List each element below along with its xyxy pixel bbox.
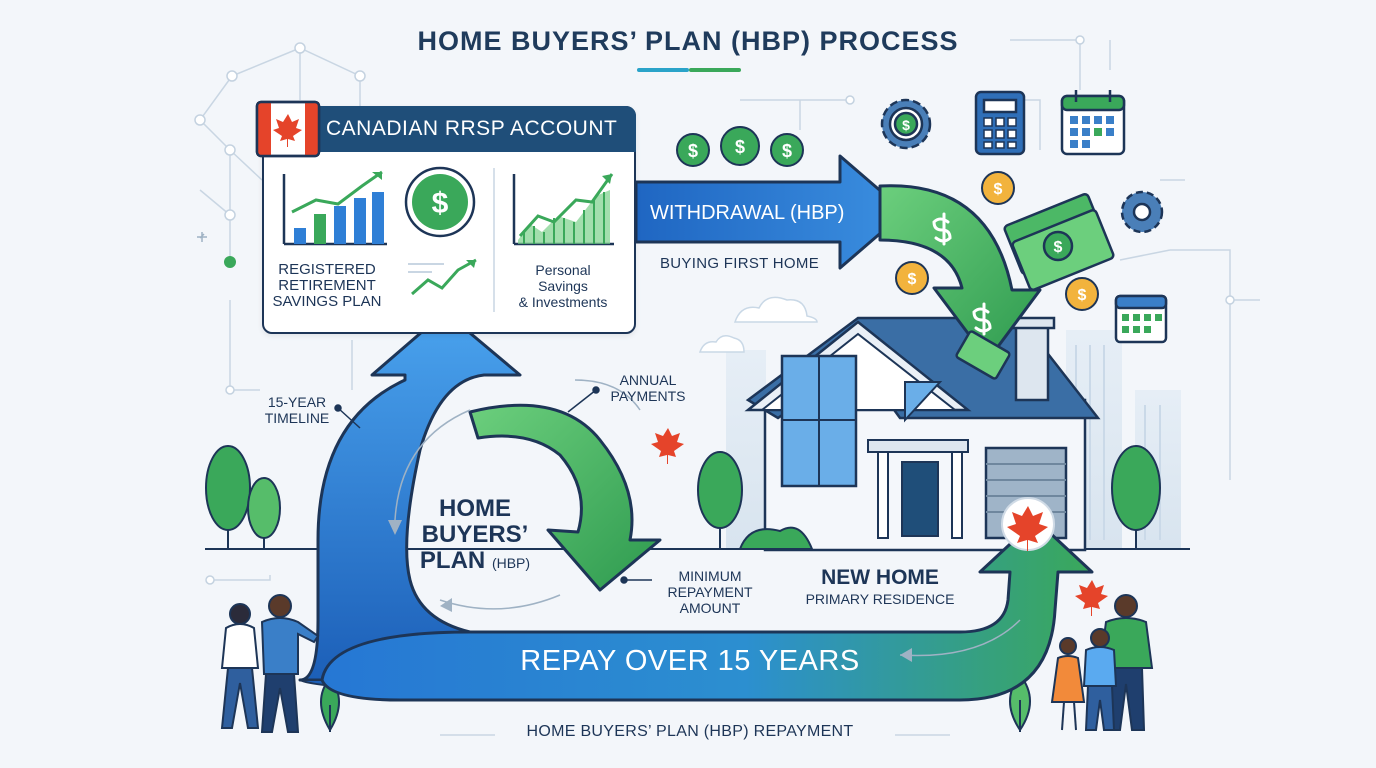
cloud (698, 335, 745, 353)
rrsp-right-label: Personal Savings & Investments (500, 262, 626, 310)
green-cycle-arrow (468, 403, 662, 592)
title-underline-green (689, 68, 741, 72)
down-arrow-dollar-marks (932, 212, 992, 336)
rrsp-left-label-line: RETIREMENT (278, 277, 376, 294)
growth-bar-chart-icon (282, 170, 387, 246)
gear-dollar-mark: $ (902, 117, 910, 133)
svg-text:$: $ (908, 271, 917, 288)
inner-cycle-arrowheads (388, 520, 912, 662)
svg-text:$: $ (432, 187, 449, 220)
gear-dollar-icon (880, 98, 932, 150)
dollar-coin-icon: $ (404, 166, 476, 238)
hbp-center-label-line: BUYERS’ (421, 521, 529, 548)
page-title: HOME BUYERS’ PLAN (HBP) PROCESS (417, 26, 959, 56)
withdrawal-caption: BUYING FIRST HOME (660, 255, 820, 272)
maple-leaf-icon (651, 428, 1108, 616)
rrsp-right-label-line: Personal (535, 262, 591, 278)
rrsp-right-label-line: Savings (538, 278, 588, 294)
gear-icon (1120, 190, 1164, 234)
calculator-icon (974, 90, 1026, 156)
minimum-repayment-label-line: MINIMUM (678, 568, 742, 584)
svg-text:$: $ (1078, 287, 1087, 304)
label-pointers (334, 386, 652, 584)
family-icon (220, 594, 320, 733)
network-node-accent (224, 256, 236, 268)
dollar-coin-icon (895, 171, 1099, 311)
hbp-center-label-line: HOME (439, 495, 511, 522)
rrsp-left-label-line: REGISTERED (278, 261, 376, 278)
new-home-subtitle: PRIMARY RESIDENCE (805, 591, 955, 607)
rrsp-card-header (262, 106, 636, 152)
footer-caption: HOME BUYERS’ PLAN (HBP) REPAYMENT (526, 723, 854, 740)
rrsp-card-graphics: $ (282, 166, 614, 312)
coin-dollar-marks: $ $ $ (908, 181, 1087, 304)
family-icon (1050, 594, 1154, 731)
inner-cycle-lines (394, 379, 1021, 657)
dollar-coin-icon (676, 126, 804, 167)
rrsp-right-label-line: & Investments (518, 294, 608, 310)
rrsp-card-header-text: CANADIAN RRSP ACCOUNT (326, 117, 618, 140)
bill-dollar-mark: $ (1054, 239, 1063, 256)
svg-text:$: $ (994, 181, 1003, 198)
repay-banner-text: REPAY OVER 15 YEARS (520, 645, 860, 677)
investment-chart-icon (512, 173, 614, 246)
title-underline-blue (637, 68, 689, 72)
timeline-label: 15-YEAR TIMELINE (252, 394, 342, 426)
green-down-arrow (878, 184, 1042, 362)
rrsp-left-label-line: SAVINGS PLAN (272, 293, 382, 310)
svg-text:$: $ (782, 141, 792, 161)
hbp-center-label: HOME BUYERS’ PLAN (HBP) (400, 496, 550, 576)
withdrawal-label: WITHDRAWAL (HBP) (650, 202, 845, 224)
calendar-icon (1060, 90, 1126, 156)
network-nodes (194, 35, 1235, 585)
cloud (733, 296, 818, 323)
green-coin-dollar-marks: $ $ $ (688, 137, 792, 161)
svg-text:$: $ (735, 137, 745, 157)
calendar-icon (1114, 294, 1168, 344)
canada-flag-icon (255, 100, 321, 158)
trend-line-icon (408, 258, 477, 296)
withdrawal-arrow (634, 154, 907, 270)
hbp-center-label-suffix: (HBP) (491, 555, 531, 571)
hbp-center-label-line: PLAN (HBP) (400, 548, 550, 576)
hbp-center-label-word: PLAN (419, 547, 486, 574)
rrsp-left-label: REGISTERED RETIREMENT SAVINGS PLAN (262, 262, 392, 310)
maple-leaf-badge (1001, 497, 1055, 551)
minimum-repayment-label: MINIMUM REPAYMENT AMOUNT (655, 568, 765, 616)
timeline-label-line: TIMELINE (264, 410, 330, 426)
svg-text:$: $ (688, 141, 698, 161)
annual-payments-label-line: ANNUAL (619, 372, 677, 388)
money-bills-icon (955, 192, 1115, 380)
minimum-repayment-label-line: REPAYMENT (667, 584, 753, 600)
minimum-repayment-label-line: AMOUNT (679, 600, 741, 616)
sparkle-decor (197, 232, 207, 242)
annual-payments-label: ANNUAL PAYMENTS (598, 372, 698, 404)
timeline-label-line: 15-YEAR (267, 394, 327, 410)
new-home-title: NEW HOME (821, 566, 939, 589)
annual-payments-label-line: PAYMENTS (610, 388, 686, 404)
